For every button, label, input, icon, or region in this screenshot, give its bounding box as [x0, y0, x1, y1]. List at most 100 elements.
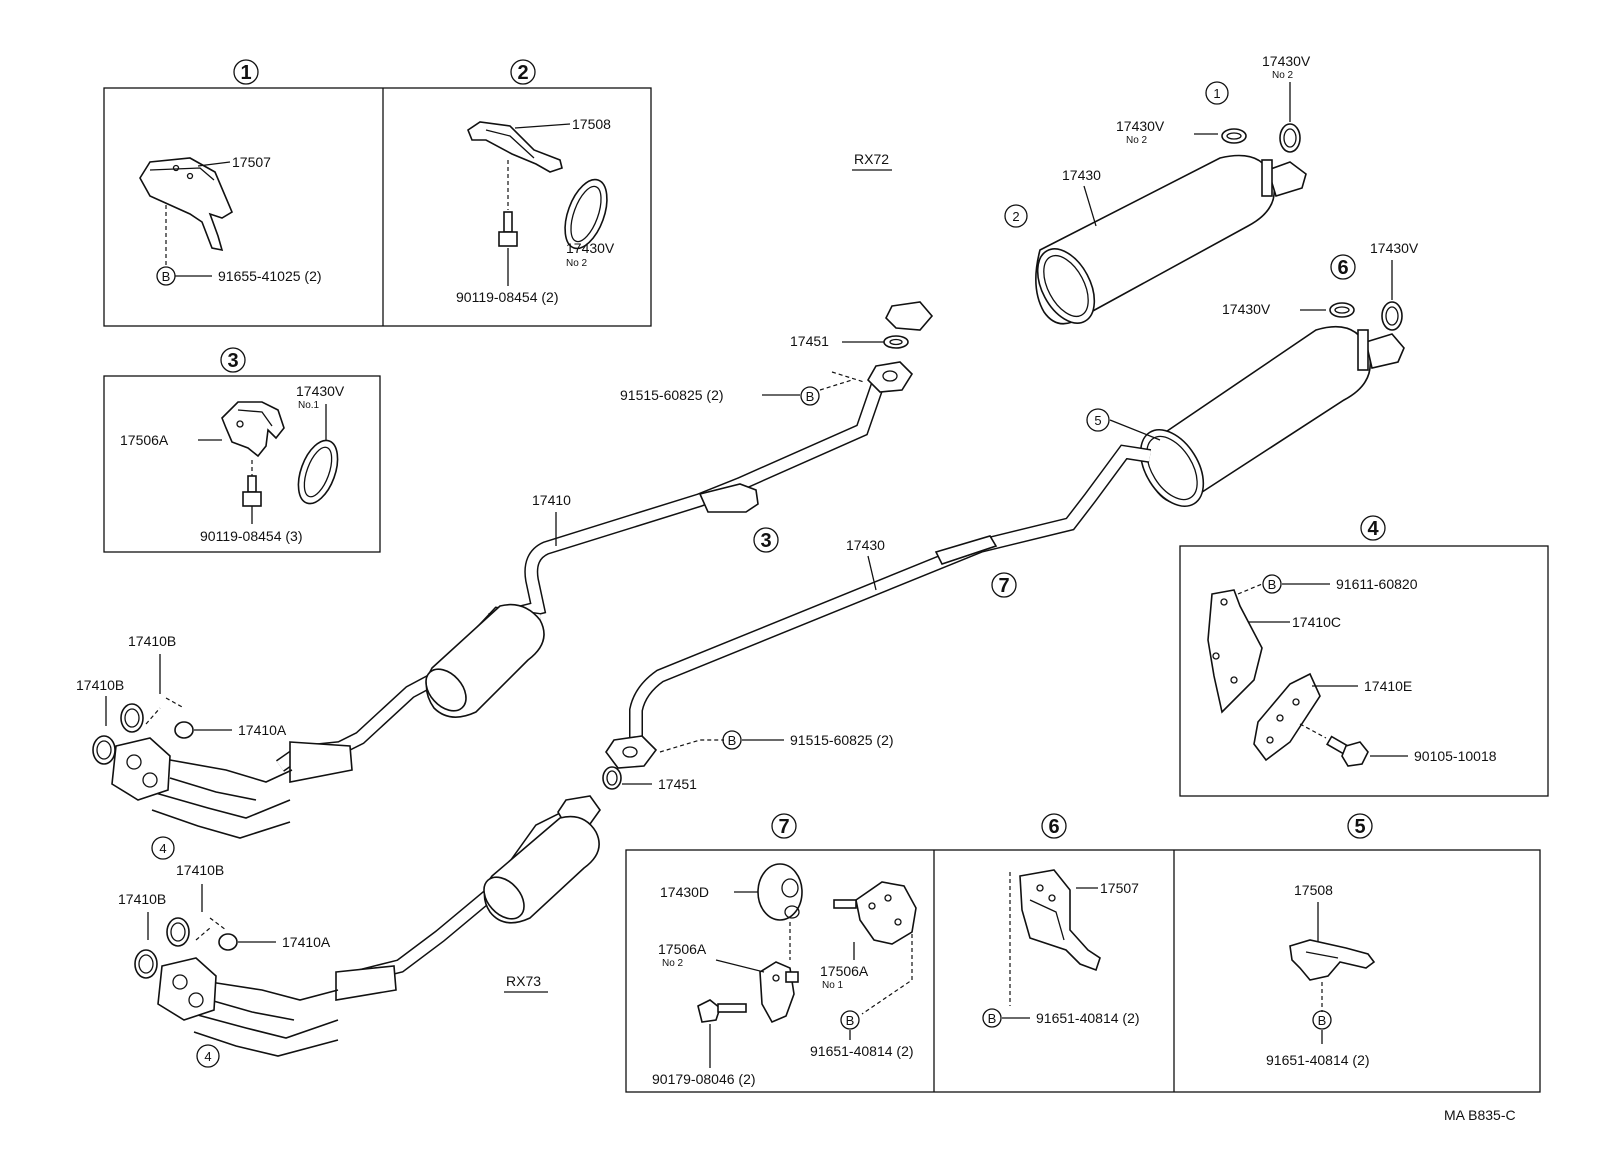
callout-4-lower: 4: [196, 1044, 220, 1068]
nut-17410a-upper: [174, 721, 194, 739]
label-17430v-inset2: 17430V: [566, 240, 615, 256]
label-no2-inset2: No 2: [566, 258, 588, 269]
label-91655-41025: 91655-41025 (2): [218, 268, 322, 284]
label-17451-lower: 17451: [658, 776, 697, 792]
svg-text:4: 4: [1367, 518, 1379, 540]
label-17506a-no2: 17506A: [658, 941, 707, 957]
label-17430-upper: 17430: [1062, 167, 1101, 183]
label-17430d: 17430D: [660, 884, 709, 900]
inset-3-callout: 3: [220, 347, 246, 373]
bolt-callout-b-upper: B: [800, 386, 820, 406]
leader-17506a-no2: [715, 959, 765, 973]
bolt-callout-b-lower: B: [722, 730, 742, 750]
bolt-callout-b-inset7: B: [840, 1010, 860, 1030]
callout-3-main: 3: [753, 527, 779, 553]
gasket-17430v-mid: [1221, 128, 1247, 144]
svg-text:B: B: [988, 1011, 997, 1026]
callout-5-main: 5: [1086, 408, 1110, 432]
label-no2-mid: No 2: [1126, 135, 1148, 146]
muffler-upper: [898, 154, 1307, 325]
label-17508-inset5: 17508: [1294, 882, 1333, 898]
bracket-17506a-no1-drawing: [833, 881, 917, 945]
bolt-90119-inset3: [242, 475, 262, 507]
svg-text:5: 5: [1354, 816, 1365, 838]
label-17410b-upper-b: 17410B: [76, 677, 124, 693]
label-90105-10018: 90105-10018: [1414, 748, 1497, 764]
label-17430v-mid: 17430V: [1116, 118, 1165, 134]
muffler-lower: [1139, 326, 1405, 507]
label-17410a-upper: 17410A: [238, 722, 287, 738]
label-17507: 17507: [232, 154, 271, 170]
hanger-17508-inset5-drawing: [1289, 939, 1376, 981]
leader-17430-upper: [1083, 185, 1097, 227]
gasket-17430v-inset3: [297, 439, 339, 505]
svg-text:1: 1: [1213, 86, 1220, 101]
label-17410e: 17410E: [1364, 678, 1412, 694]
gasket-17451-lower: [602, 766, 622, 790]
label-91651-40814-inset5: 91651-40814 (2): [1266, 1052, 1370, 1068]
label-17430-lower: 17430: [846, 537, 885, 553]
label-17410c: 17410C: [1292, 614, 1341, 630]
gasket-17451-upper: [883, 335, 909, 349]
bracket-17506a-drawing: [221, 401, 285, 458]
svg-text:4: 4: [159, 841, 166, 856]
svg-text:3: 3: [227, 350, 238, 372]
dash-17410a-upper: [145, 697, 185, 725]
dash-91515-lower: [659, 739, 724, 753]
label-no1-inset7: No 1: [822, 980, 844, 991]
hanger-17508-drawing: [467, 121, 563, 173]
gasket-17430v-top: [1279, 123, 1301, 153]
label-17430v-no1-inset3: 17430V: [296, 383, 345, 399]
figure-code: MA B835-C: [1444, 1107, 1516, 1123]
svg-text:1: 1: [240, 62, 251, 84]
variant-label-rx73: RX73: [506, 973, 541, 989]
svg-text:3: 3: [760, 530, 771, 552]
callout-7-main: 7: [991, 572, 1017, 598]
svg-text:7: 7: [778, 816, 789, 838]
svg-text:6: 6: [1337, 257, 1348, 279]
bracket-17507-drawing: [139, 157, 234, 252]
label-91515-lower: 91515-60825 (2): [790, 732, 894, 748]
gasket-17430v-inset2: [564, 178, 608, 250]
label-17451-upper: 17451: [790, 333, 829, 349]
inset-1-callout: 1: [233, 59, 259, 85]
callout-4-upper: 4: [151, 836, 175, 860]
inset-box-3: [103, 375, 381, 553]
svg-text:2: 2: [517, 62, 528, 84]
label-91611-60820: 91611-60820: [1336, 576, 1418, 592]
bolt-callout-b-inset6: B: [982, 1008, 1002, 1028]
front-pipe-lower: [157, 795, 601, 1057]
bolt-90119-inset2: [498, 211, 518, 247]
inset-7-callout: 7: [771, 813, 797, 839]
gasket-17410b-lower-b: [134, 949, 158, 979]
label-90179-08046-2: 90179-08046 (2): [652, 1071, 756, 1087]
dash-17410a-lower: [195, 917, 227, 941]
inset-2-callout: 2: [510, 59, 536, 85]
gasket-17410b-lower-a: [166, 917, 190, 947]
svg-text:B: B: [806, 389, 815, 404]
label-90119-08454-2: 90119-08454 (2): [456, 289, 558, 305]
inset-box-1-2: [103, 87, 652, 327]
label-no2-inset7: No 2: [662, 958, 684, 969]
svg-text:5: 5: [1094, 413, 1101, 428]
leader-17508: [514, 123, 571, 129]
callout-6-main: 6: [1330, 254, 1356, 280]
dash-91515-upper: [819, 371, 865, 391]
svg-text:B: B: [728, 733, 737, 748]
label-91651-40814-inset6: 91651-40814 (2): [1036, 1010, 1140, 1026]
label-17430v-top: 17430V: [1262, 53, 1311, 69]
front-pipe-17410: [111, 361, 914, 839]
label-17430v-rx73-left: 17430V: [1222, 301, 1271, 317]
gasket-17430v-rx73-left: [1329, 302, 1355, 318]
bolt-callout-b-inset4: B: [1262, 574, 1282, 594]
svg-text:B: B: [1318, 1013, 1327, 1028]
label-17506a-no1: 17506A: [820, 963, 869, 979]
svg-text:B: B: [1268, 577, 1277, 592]
label-91651-40814-inset7: 91651-40814 (2): [810, 1043, 914, 1059]
label-90119-08454-3: 90119-08454 (3): [200, 528, 302, 544]
svg-text:B: B: [846, 1013, 855, 1028]
bolt-90105-drawing: [1326, 735, 1369, 767]
label-17508: 17508: [572, 116, 611, 132]
label-17410b-lower-b: 17410B: [118, 891, 166, 907]
svg-text:2: 2: [1012, 209, 1019, 224]
